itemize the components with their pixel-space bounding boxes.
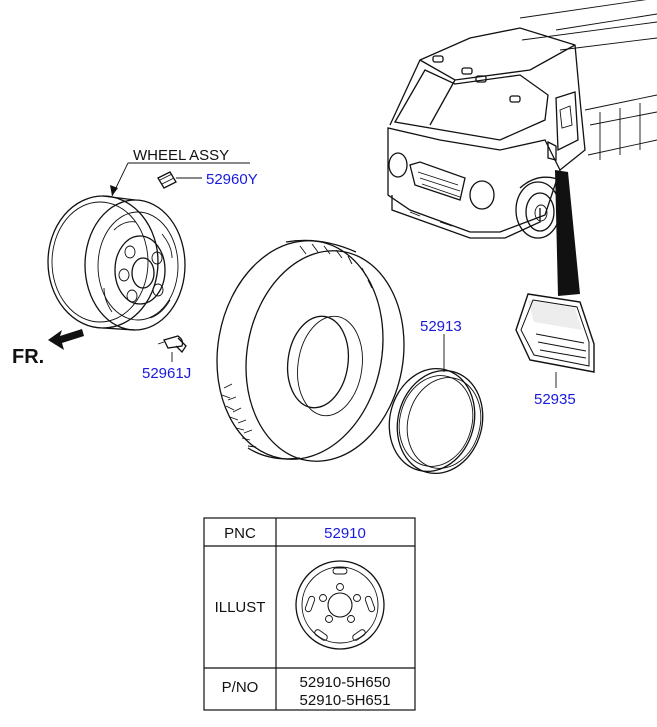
- pnc-wheel-guard: 52913: [420, 318, 462, 335]
- table-illust-label: ILLUST: [215, 599, 266, 616]
- table-header-label: PNC: [224, 525, 256, 542]
- wheel-rim-illustration: [47, 195, 186, 331]
- wheel-assy-label: WHEEL ASSY: [133, 147, 229, 164]
- part-table: PNC 52910 ILLUST P/NO 52910-5H650 52910-…: [203, 517, 416, 711]
- table-header-value: 52910: [324, 525, 366, 542]
- table-part-number-2: 52910-5H651: [300, 692, 391, 709]
- front-arrow-icon: [48, 329, 84, 350]
- pnc-valve-cap: 52960Y: [206, 171, 258, 188]
- pnc-tire-label: 52935: [534, 391, 576, 408]
- valve-cap-illustration: [157, 171, 177, 189]
- valve-extension-illustration: [157, 335, 187, 354]
- pnc-valve-extension: 52961J: [142, 365, 191, 382]
- callout-band: [555, 170, 580, 296]
- table-part-number-1: 52910-5H650: [300, 674, 391, 691]
- rim-thumbnail-illustration: [295, 560, 385, 650]
- tire-label-illustration: [515, 293, 595, 373]
- front-indicator-label: FR.: [12, 346, 44, 368]
- tire-illustration: [216, 239, 405, 462]
- wheel-guard-illustration: [388, 367, 484, 475]
- table-pno-label: P/NO: [222, 679, 259, 696]
- truck-illustration: [387, 0, 657, 239]
